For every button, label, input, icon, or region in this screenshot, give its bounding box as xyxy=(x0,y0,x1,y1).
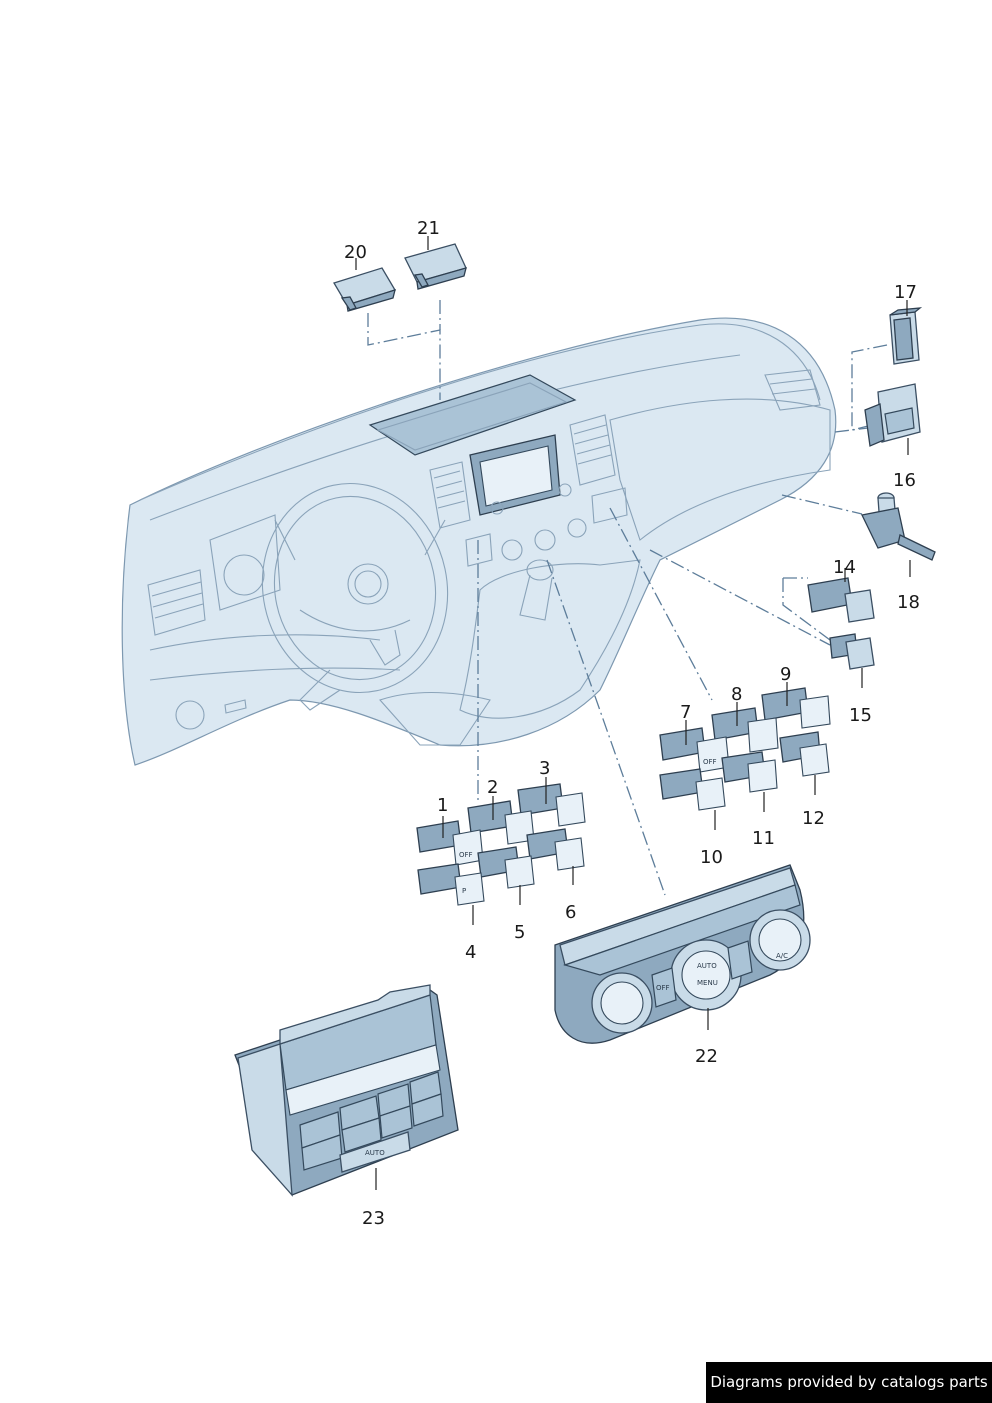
part-16-module xyxy=(864,383,921,447)
p-glyph: P xyxy=(462,887,466,895)
off-glyph-1: OFF xyxy=(459,851,473,859)
callout-7: 7 xyxy=(680,702,691,723)
callout-numbers: 1 2 3 4 5 6 7 8 9 10 11 12 14 15 16 17 1… xyxy=(344,218,920,1229)
ac-glyph: A/C xyxy=(776,952,788,960)
callout-18: 18 xyxy=(897,592,920,613)
part-4-switch: P xyxy=(417,863,485,906)
part-10-switch xyxy=(659,768,726,811)
part-21-cover xyxy=(404,243,467,290)
part-14-switch xyxy=(807,577,875,623)
callout-12: 12 xyxy=(802,808,825,829)
callout-15: 15 xyxy=(849,705,872,726)
part-9-switch xyxy=(761,687,831,729)
callout-3: 3 xyxy=(539,758,550,779)
auto-glyph-23: AUTO xyxy=(365,1149,385,1157)
callout-5: 5 xyxy=(514,922,525,943)
callout-8: 8 xyxy=(731,684,742,705)
part-7-switch: OFF xyxy=(659,727,730,773)
switch-cluster-right: OFF xyxy=(659,687,831,811)
off-glyph-22: OFF xyxy=(656,984,670,992)
callout-2: 2 xyxy=(487,777,498,798)
switch-cluster-left: OFF P xyxy=(416,783,586,906)
part-20-cover xyxy=(333,267,396,312)
part-23-rear-climate-unit: AUTO xyxy=(234,984,459,1197)
callout-21: 21 xyxy=(417,218,440,239)
part-15-switch xyxy=(829,633,875,670)
part-6-switch xyxy=(526,828,585,871)
callout-22: 22 xyxy=(695,1046,718,1067)
callout-16: 16 xyxy=(893,470,916,491)
part-12-switch xyxy=(779,731,830,777)
callout-10: 10 xyxy=(700,847,723,868)
menu-glyph: MENU xyxy=(697,979,718,987)
off-glyph: OFF xyxy=(703,758,717,766)
callout-17: 17 xyxy=(894,282,917,303)
dashboard-assembly xyxy=(121,317,837,766)
callout-6: 6 xyxy=(565,902,576,923)
callout-11: 11 xyxy=(752,828,775,849)
part-1-switch: OFF xyxy=(416,820,484,866)
part-17-module xyxy=(889,307,923,365)
part-22-climate-control: AUTO MENU A/C OFF xyxy=(554,864,811,1044)
callout-leaders xyxy=(355,236,911,1190)
watermark-banner: Diagrams provided by catalogs parts xyxy=(706,1362,992,1403)
part-18-sensor xyxy=(861,492,936,561)
callout-20: 20 xyxy=(344,242,367,263)
callout-23: 23 xyxy=(362,1208,385,1229)
callout-9: 9 xyxy=(780,664,791,685)
assembly-leaders xyxy=(367,300,888,896)
auto-glyph: AUTO xyxy=(697,962,717,970)
callout-4: 4 xyxy=(465,942,476,963)
callout-14: 14 xyxy=(833,557,856,578)
part-8-switch xyxy=(711,707,779,753)
part-5-switch xyxy=(477,846,535,889)
callout-1: 1 xyxy=(437,795,448,816)
part-11-switch xyxy=(721,751,778,793)
